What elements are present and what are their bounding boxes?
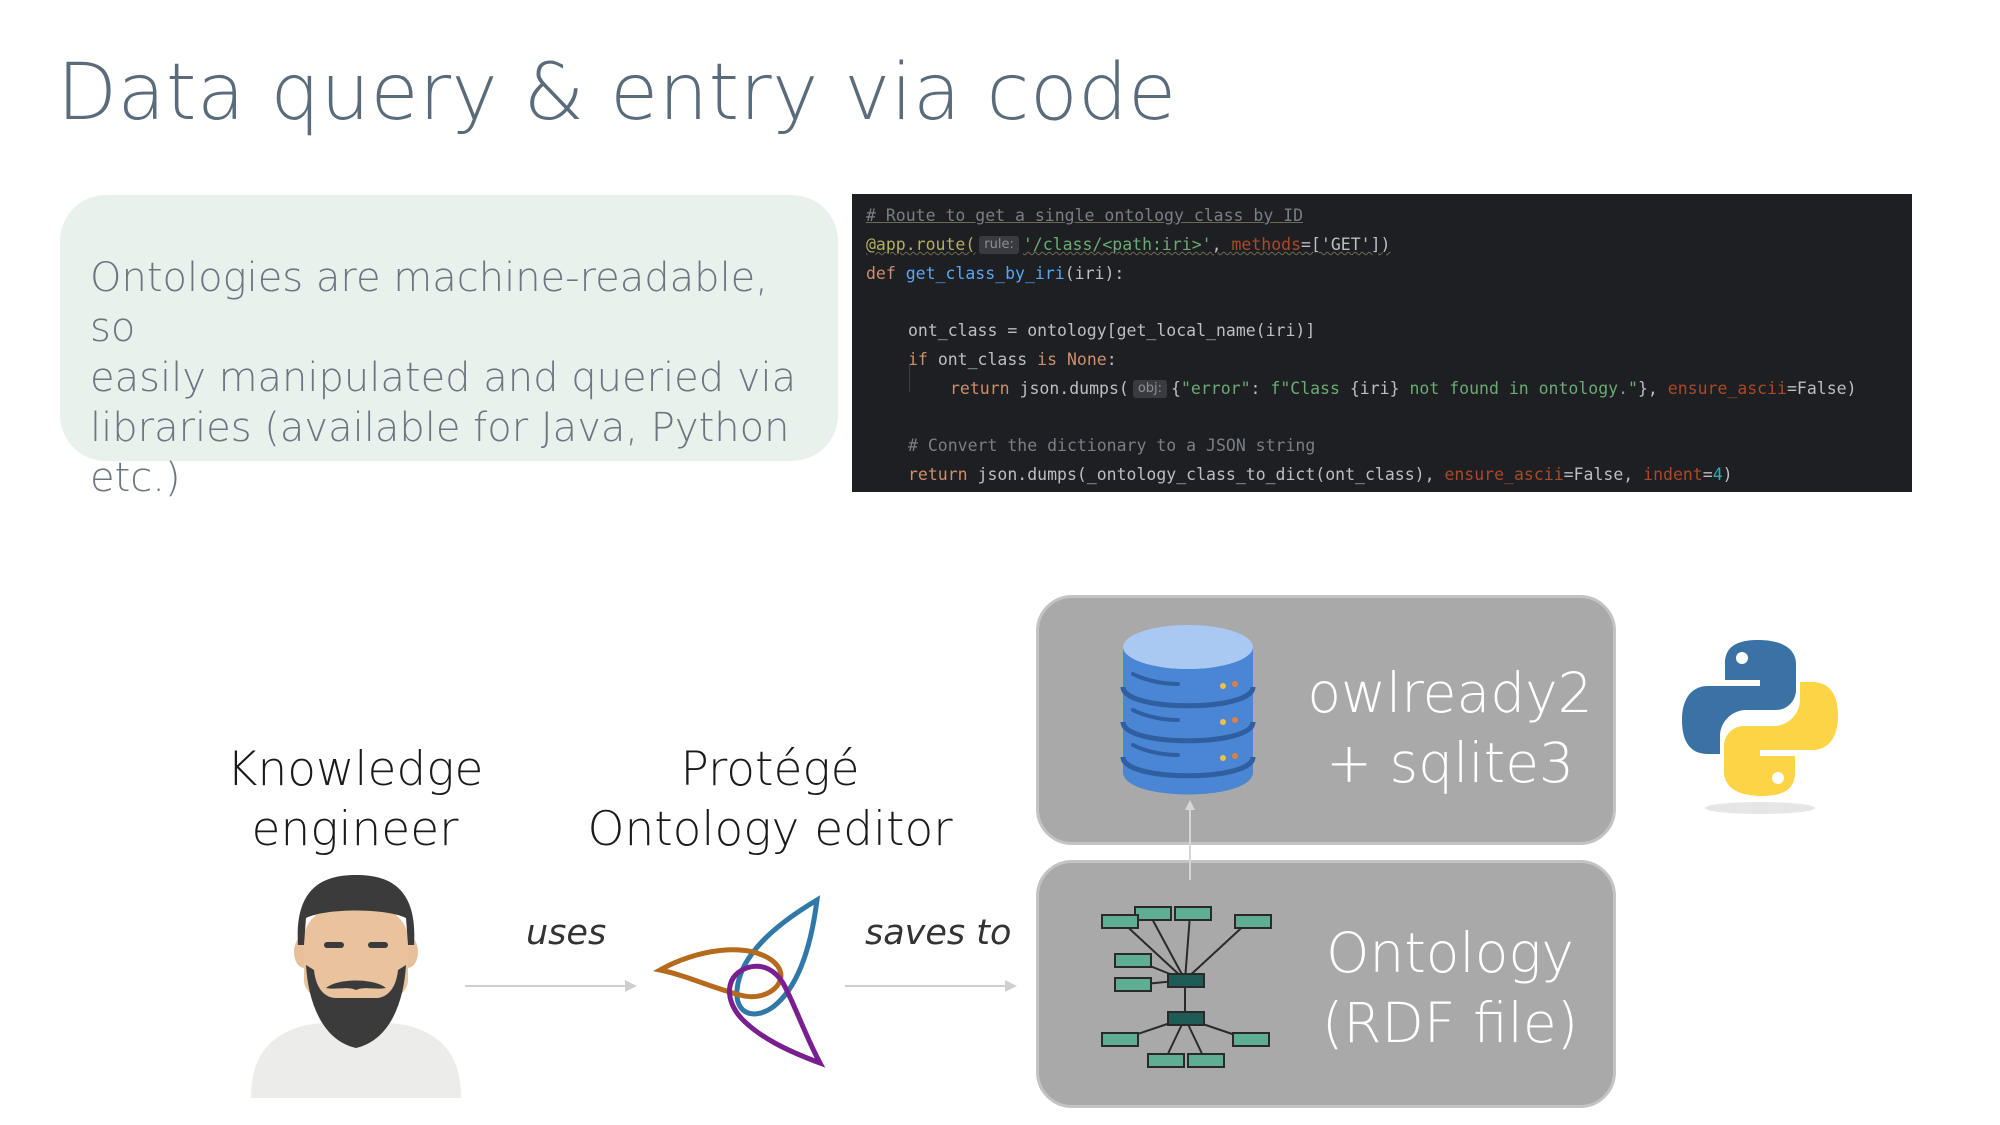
code-keyword: return (908, 465, 978, 485)
code-comment: # Route to get a single ontology class b… (866, 206, 1304, 225)
protege-label-line-2: Ontology editor (587, 802, 953, 857)
code-text: ont_class (937, 349, 1038, 369)
code-methods-value: =['GET']) (1301, 235, 1390, 254)
code-keyword: def (866, 263, 906, 283)
code-line-10: return json.dumps(_ontology_class_to_dic… (866, 461, 1898, 490)
code-text: : (1250, 378, 1271, 398)
code-text: = (1702, 465, 1713, 485)
owlready-line-1: owlready2 (1307, 661, 1593, 725)
code-line-9: # Convert the dictionary to a JSON strin… (866, 432, 1898, 461)
protege-label-line-1: Protégé (680, 742, 860, 797)
code-text: ) (1722, 465, 1733, 485)
code-text: {iri} (1349, 378, 1400, 398)
code-line-1: # Route to get a single ontology class b… (866, 202, 1898, 231)
code-text: =False) (1787, 378, 1857, 398)
code-line-3: def get_class_by_iri(iri): (866, 260, 1898, 289)
code-text: : (1106, 349, 1117, 369)
code-keyword: is (1037, 349, 1067, 369)
slide-title: Data query & entry via code (57, 48, 1177, 138)
code-kwarg: methods (1231, 234, 1302, 254)
callout-line-1: Ontologies are machine-readable, so (90, 255, 769, 351)
ontology-line-1: Ontology (1326, 921, 1574, 985)
ontology-box-text: Ontology (RDF file) (1300, 918, 1600, 1058)
code-text: json.dumps(_ontology_class_to_dict(ont_c… (977, 465, 1445, 485)
python-logo-icon (1682, 640, 1838, 814)
engineer-label-line-2: engineer (251, 802, 459, 857)
code-text: =False, (1563, 465, 1644, 485)
code-text: json.dumps( (1019, 378, 1129, 398)
code-string: not found in ontology." (1399, 378, 1638, 398)
code-methods-text: =['GET']) (1301, 234, 1391, 254)
code-line-7: return json.dumps(obj:{"error": f"Class … (866, 375, 1898, 404)
code-args: (iri): (1064, 263, 1125, 283)
saves-to-label: saves to (865, 913, 1012, 953)
code-assign: ont_class = ontology[get_local_name(iri)… (908, 321, 1316, 341)
callout-line-2: easily manipulated and queried via (90, 355, 797, 401)
param-hint-obj: obj: (1132, 379, 1168, 398)
rdf-graph-icon (1101, 906, 1272, 1068)
code-number: 4 (1712, 465, 1723, 485)
ontology-to-db-arrow (1185, 800, 1195, 880)
owlready-box-text: owlready2 + sqlite3 (1300, 658, 1600, 798)
uses-arrow (465, 980, 637, 992)
owlready-line-2: + sqlite3 (1325, 731, 1575, 795)
code-string: "error" (1180, 378, 1251, 398)
code-kwarg: indent (1643, 465, 1703, 485)
saves-to-arrow (845, 980, 1017, 992)
code-line-5: ont_class = ontology[get_local_name(iri)… (866, 317, 1898, 346)
code-keyword: None (1066, 349, 1107, 369)
code-text: }, (1637, 378, 1668, 398)
code-text: { (1171, 378, 1181, 398)
code-string: f"Class (1270, 378, 1350, 398)
uses-label: uses (526, 913, 607, 953)
code-route-path: '/class/<path:iri>' (1022, 234, 1212, 254)
engineer-label: Knowledge engineer (200, 740, 510, 860)
code-keyword: return (950, 378, 1020, 398)
code-kwarg: ensure_ascii (1667, 378, 1787, 398)
protege-label: Protégé Ontology editor (575, 740, 965, 860)
param-hint-rule: rule: (979, 235, 1019, 254)
code-line-6: if ont_class is None: (866, 346, 1898, 375)
code-kwarg: ensure_ascii (1444, 465, 1564, 485)
bearded-person-icon (251, 875, 461, 1098)
code-function-name: get_class_by_iri (905, 263, 1065, 283)
protege-logo-icon (652, 895, 826, 1068)
code-line-blank (866, 404, 1898, 433)
code-keyword: if (908, 349, 938, 369)
code-snippet: # Route to get a single ontology class b… (852, 194, 1912, 492)
info-callout: Ontologies are machine-readable, so easi… (60, 195, 838, 501)
ontology-line-2: (RDF file) (1321, 991, 1579, 1055)
code-line-blank (866, 288, 1898, 317)
database-icon (1120, 625, 1256, 795)
indent-guide (909, 364, 910, 392)
code-comment: # Convert the dictionary to a JSON strin… (908, 436, 1316, 456)
code-line-2: @app.route(rule:'/class/<path:iri>', met… (866, 231, 1898, 260)
code-punct: , (1211, 234, 1232, 254)
callout-line-3: libraries (available for Java, Python et… (90, 405, 790, 501)
engineer-label-line-1: Knowledge (226, 742, 484, 797)
code-decorator: @app.route( (866, 234, 976, 254)
